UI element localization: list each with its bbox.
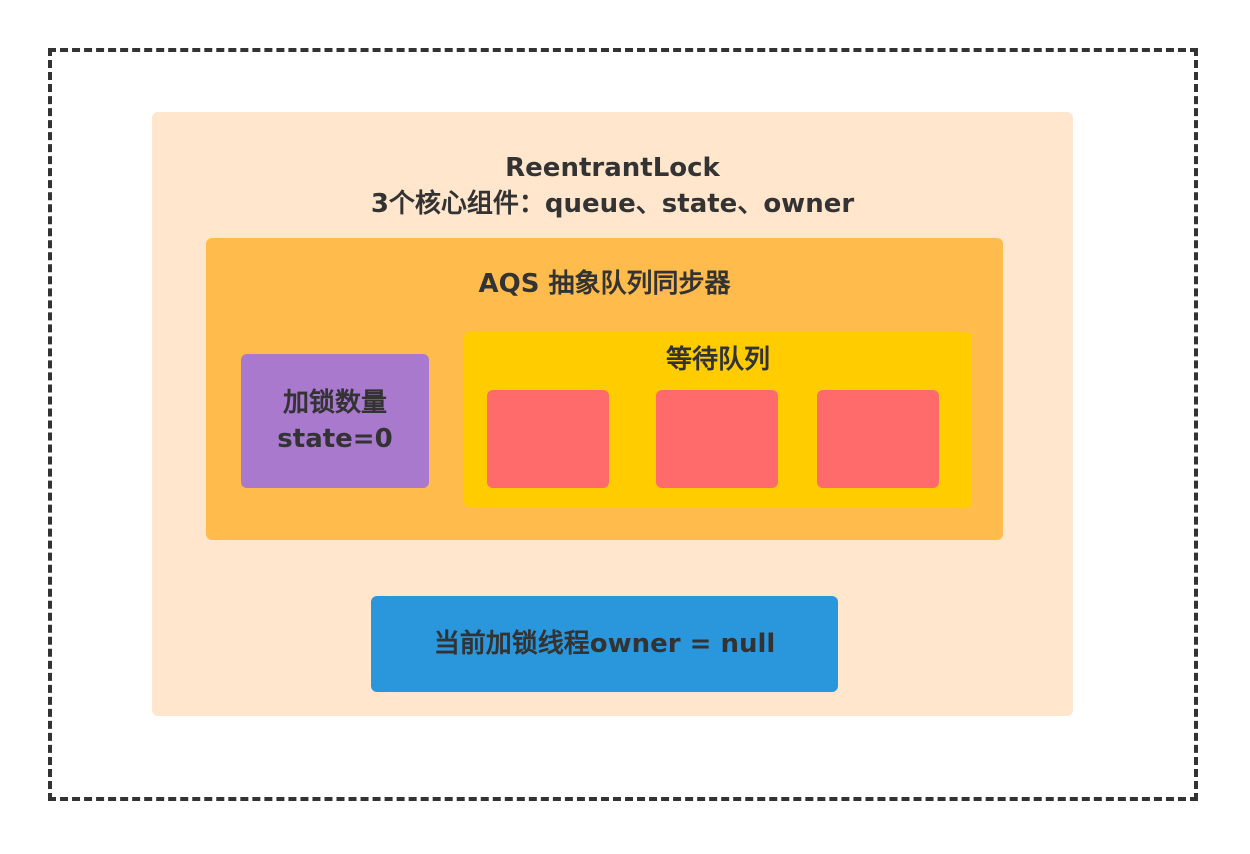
outer-dashed-frame [48,48,1198,801]
state-value: state=0 [277,424,393,454]
state-box: 加锁数量 state=0 [241,354,429,488]
reentrantlock-title: ReentrantLock 3个核心组件：queue、state、owner [152,150,1073,222]
queue-node [817,390,939,488]
reentrantlock-title-line1: ReentrantLock [505,153,720,183]
queue-node [487,390,609,488]
state-label: 加锁数量 [282,388,387,418]
aqs-title: AQS 抽象队列同步器 [478,269,731,299]
reentrantlock-title-line2: 3个核心组件：queue、state、owner [370,189,855,219]
queue-node [656,390,778,488]
owner-box: 当前加锁线程owner = null [371,596,838,692]
owner-label: 当前加锁线程owner = null [433,629,776,659]
wait-queue-panel: 等待队列 [464,332,972,508]
wait-queue-title: 等待队列 [665,345,770,375]
